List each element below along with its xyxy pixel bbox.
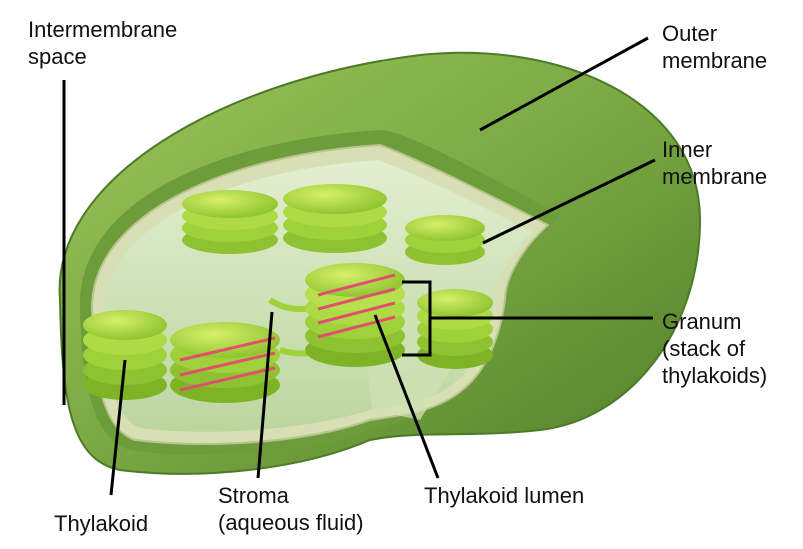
label-outer-membrane: Outer membrane xyxy=(662,21,768,73)
granum-stack-left-thylakoid xyxy=(83,310,167,400)
thylakoid-lumen-line xyxy=(317,287,396,311)
granum-stack-front-cut xyxy=(170,322,280,403)
leader-stroma xyxy=(256,311,274,479)
leader-inner-membrane xyxy=(482,158,656,245)
thylakoid-lumen-line xyxy=(317,301,396,325)
thylakoid-lumen-line xyxy=(179,351,276,377)
leader-outer-membrane xyxy=(479,36,649,132)
label-thylakoid-lumen: Thylakoid lumen xyxy=(424,483,585,508)
thylakoid-lumen-line xyxy=(317,273,396,297)
label-thylakoid: Thylakoid xyxy=(54,511,149,536)
label-inner-membrane: Inner membrane xyxy=(662,137,768,189)
granum-stack-back-right xyxy=(405,215,485,265)
thylakoid-lumen-line xyxy=(179,336,276,362)
label-stroma: Stroma (aqueous fluid) xyxy=(218,483,364,535)
thylakoid-lumen-line xyxy=(179,366,276,392)
label-intermembrane-space: Intermembrane space xyxy=(28,17,178,69)
thylakoid-lumen-line xyxy=(317,315,396,339)
granum-stack-back-left xyxy=(182,190,278,254)
leader-thylakoid-lumen xyxy=(373,314,440,479)
granum-stack-right xyxy=(417,289,493,369)
label-granum: Granum (stack of thylakoids) xyxy=(662,309,768,388)
granum-stack-back-mid xyxy=(283,184,387,253)
leader-thylakoid xyxy=(109,359,127,496)
